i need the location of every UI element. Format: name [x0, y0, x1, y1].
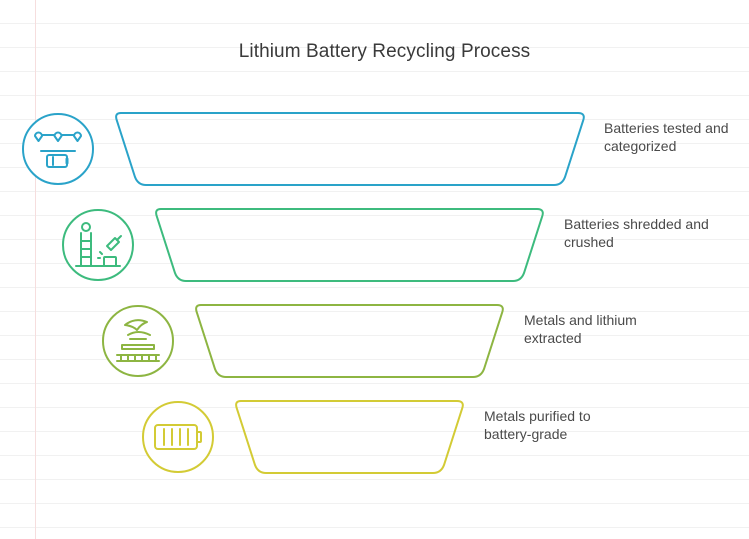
shredder-icon	[62, 209, 134, 281]
funnel-step-3	[102, 304, 504, 378]
funnel-segment-4	[235, 400, 464, 474]
step-4-label: Metals purified to battery-grade	[484, 408, 591, 442]
diagram-title: Lithium Battery Recycling Process	[238, 41, 531, 62]
funnel-step-1	[22, 112, 585, 186]
extraction-icon	[102, 305, 174, 377]
funnel-segment-3	[195, 304, 504, 378]
funnel-segment-1	[115, 112, 585, 186]
step-3-label: Metals and lithium extracted	[524, 312, 637, 346]
battery-icon	[142, 401, 214, 473]
step-2-label: Batteries shredded and crushed	[564, 216, 709, 250]
funnel-segment-2	[155, 208, 544, 282]
battery-test-icon	[22, 113, 94, 185]
notebook-margin-line	[35, 0, 36, 539]
funnel-step-4	[142, 400, 464, 474]
funnel-step-2	[62, 208, 544, 282]
step-1-label: Batteries tested and categorized	[604, 120, 729, 154]
